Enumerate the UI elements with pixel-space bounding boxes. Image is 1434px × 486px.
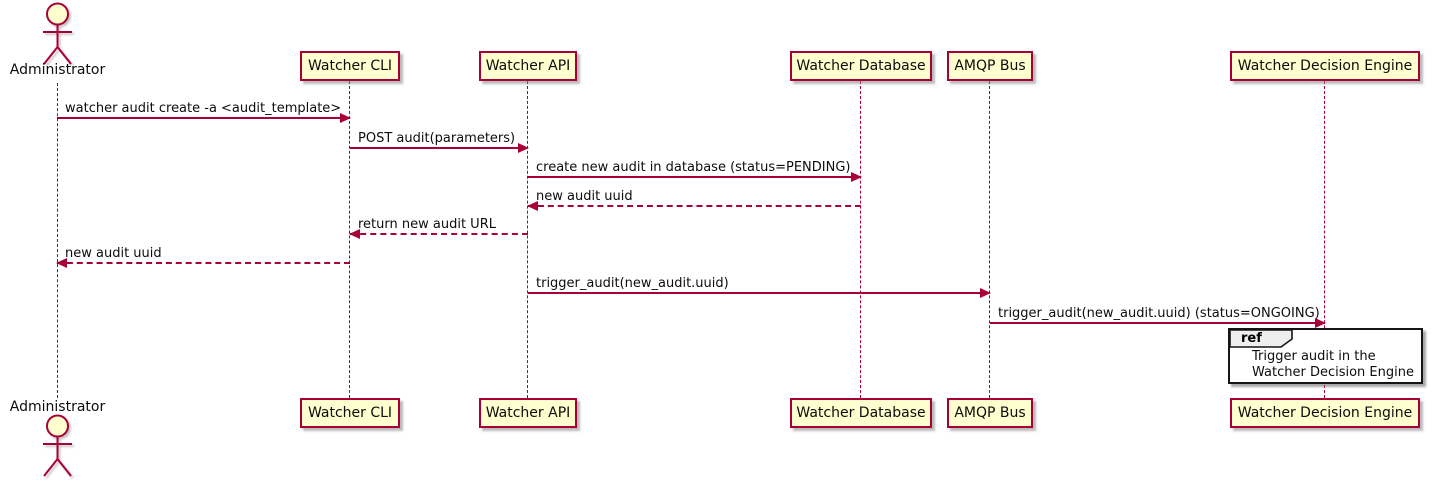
- arrowhead-right-icon: [518, 143, 529, 153]
- participant-watcher-database-bottom: Watcher Database: [790, 398, 932, 428]
- lifeline-watcher-api: [527, 81, 528, 398]
- participant-watcher-cli: Watcher CLI: [300, 51, 400, 81]
- participant-watcher-api-bottom: Watcher API: [479, 398, 577, 428]
- participant-watcher-database: Watcher Database: [790, 51, 932, 81]
- message-trigger-audit-ongoing: trigger_audit(new_audit.uuid) (status=ON…: [990, 306, 1326, 328]
- lifeline-watcher-database: [860, 81, 861, 398]
- message-label: create new audit in database (status=PEN…: [536, 160, 851, 175]
- arrowhead-right-icon: [980, 288, 991, 298]
- lifeline-watcher-decision-engine: [1324, 81, 1325, 398]
- participant-watcher-decision-engine: Watcher Decision Engine: [1230, 51, 1420, 81]
- message-create-audit-db: create new audit in database (status=PEN…: [528, 160, 862, 182]
- message-trigger-audit: trigger_audit(new_audit.uuid): [528, 276, 991, 298]
- ref-text: Trigger audit in the Watcher Decision En…: [1252, 349, 1414, 381]
- message-return-audit-url: return new audit URL: [349, 217, 528, 239]
- message-new-audit-uuid-return-cli: new audit uuid: [56, 246, 350, 268]
- message-label: return new audit URL: [358, 217, 496, 232]
- participant-watcher-decision-engine-bottom: Watcher Decision Engine: [1230, 398, 1420, 428]
- lifeline-watcher-cli: [349, 81, 350, 398]
- arrowhead-left-icon: [56, 258, 67, 268]
- lifeline-administrator: [57, 83, 58, 398]
- actor-icon: [43, 2, 72, 65]
- message-new-audit-uuid-return-db: new audit uuid: [527, 189, 861, 211]
- message-post-audit: POST audit(parameters): [350, 131, 529, 153]
- ref-fragment: ref Trigger audit in the Watcher Decisio…: [1228, 328, 1423, 384]
- message-label: POST audit(parameters): [358, 131, 516, 146]
- ref-text-line: Trigger audit in the: [1252, 349, 1376, 364]
- arrowhead-right-icon: [340, 113, 351, 123]
- message-label: trigger_audit(new_audit.uuid): [536, 276, 729, 291]
- participant-watcher-api: Watcher API: [479, 51, 577, 81]
- actor-label-bottom: Administrator: [9, 399, 106, 415]
- participant-amqp-bus-bottom: AMQP Bus: [947, 398, 1033, 428]
- arrowhead-left-icon: [527, 201, 538, 211]
- arrowhead-right-icon: [1315, 318, 1326, 328]
- ref-text-line: Watcher Decision Engine: [1252, 365, 1414, 380]
- message-audit-create: watcher audit create -a <audit_template>: [57, 101, 351, 123]
- participant-watcher-cli-bottom: Watcher CLI: [300, 398, 400, 428]
- arrowhead-right-icon: [851, 172, 862, 182]
- ref-tab-icon: [1229, 329, 1293, 348]
- message-label: watcher audit create -a <audit_template>: [65, 101, 342, 116]
- actor-icon-bottom: [43, 414, 72, 477]
- message-label: new audit uuid: [536, 189, 633, 204]
- actor-label: Administrator: [9, 62, 106, 78]
- message-label: trigger_audit(new_audit.uuid) (status=ON…: [998, 306, 1320, 321]
- ref-keyword: ref: [1241, 331, 1262, 346]
- message-label: new audit uuid: [65, 246, 162, 261]
- lifeline-amqp-bus: [989, 81, 990, 398]
- participant-amqp-bus: AMQP Bus: [947, 51, 1033, 81]
- arrowhead-left-icon: [349, 229, 360, 239]
